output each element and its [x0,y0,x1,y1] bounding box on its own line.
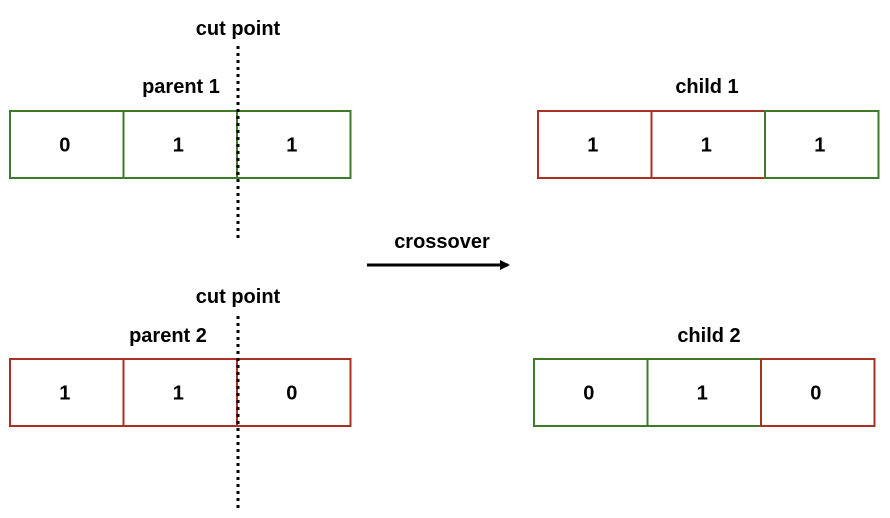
child2-gene-value-2: 1 [697,383,708,405]
parent-1-genome: 0 1 1 [9,110,352,179]
child-1-label: child 1 [675,76,738,98]
child1-gene-cell-3 [764,110,880,179]
child-2-genome: 0 1 0 [533,358,876,427]
parent2-gene-value-1: 1 [59,383,70,405]
child-1-genome: 1 1 1 [537,110,880,179]
child1-gene-value-3: 1 [814,135,825,157]
parent1-gene-value-1: 0 [59,135,70,157]
child2-gene-value-1: 0 [583,383,594,405]
parent-1-label: parent 1 [142,76,220,98]
parent2-gene-value-2: 1 [173,383,184,405]
parent-2-label: parent 2 [129,325,207,347]
parent1-gene-value-3: 1 [286,135,297,157]
parent2-gene-cell-3 [236,358,352,427]
child1-gene-value-1: 1 [587,135,598,157]
parent2-gene-cell-2 [122,358,238,427]
child-2-label: child 2 [677,325,740,347]
child2-gene-cell-1 [533,358,649,427]
child2-gene-cell-3 [760,358,876,427]
cut-point-label-top: cut point [196,18,281,40]
parent-2-genome: 1 1 0 [9,358,352,427]
cut-point-label-bottom: cut point [196,286,281,308]
parent2-gene-value-3: 0 [286,383,297,405]
parent1-gene-cell-3 [236,110,352,179]
child1-gene-cell-2 [650,110,766,179]
child2-gene-value-3: 0 [810,383,821,405]
child1-gene-cell-1 [537,110,653,179]
parent1-gene-cell-2 [122,110,238,179]
crossover-label: crossover [394,231,490,253]
parent1-gene-cell-1 [9,110,125,179]
child1-gene-value-2: 1 [701,135,712,157]
parent1-gene-value-2: 1 [173,135,184,157]
